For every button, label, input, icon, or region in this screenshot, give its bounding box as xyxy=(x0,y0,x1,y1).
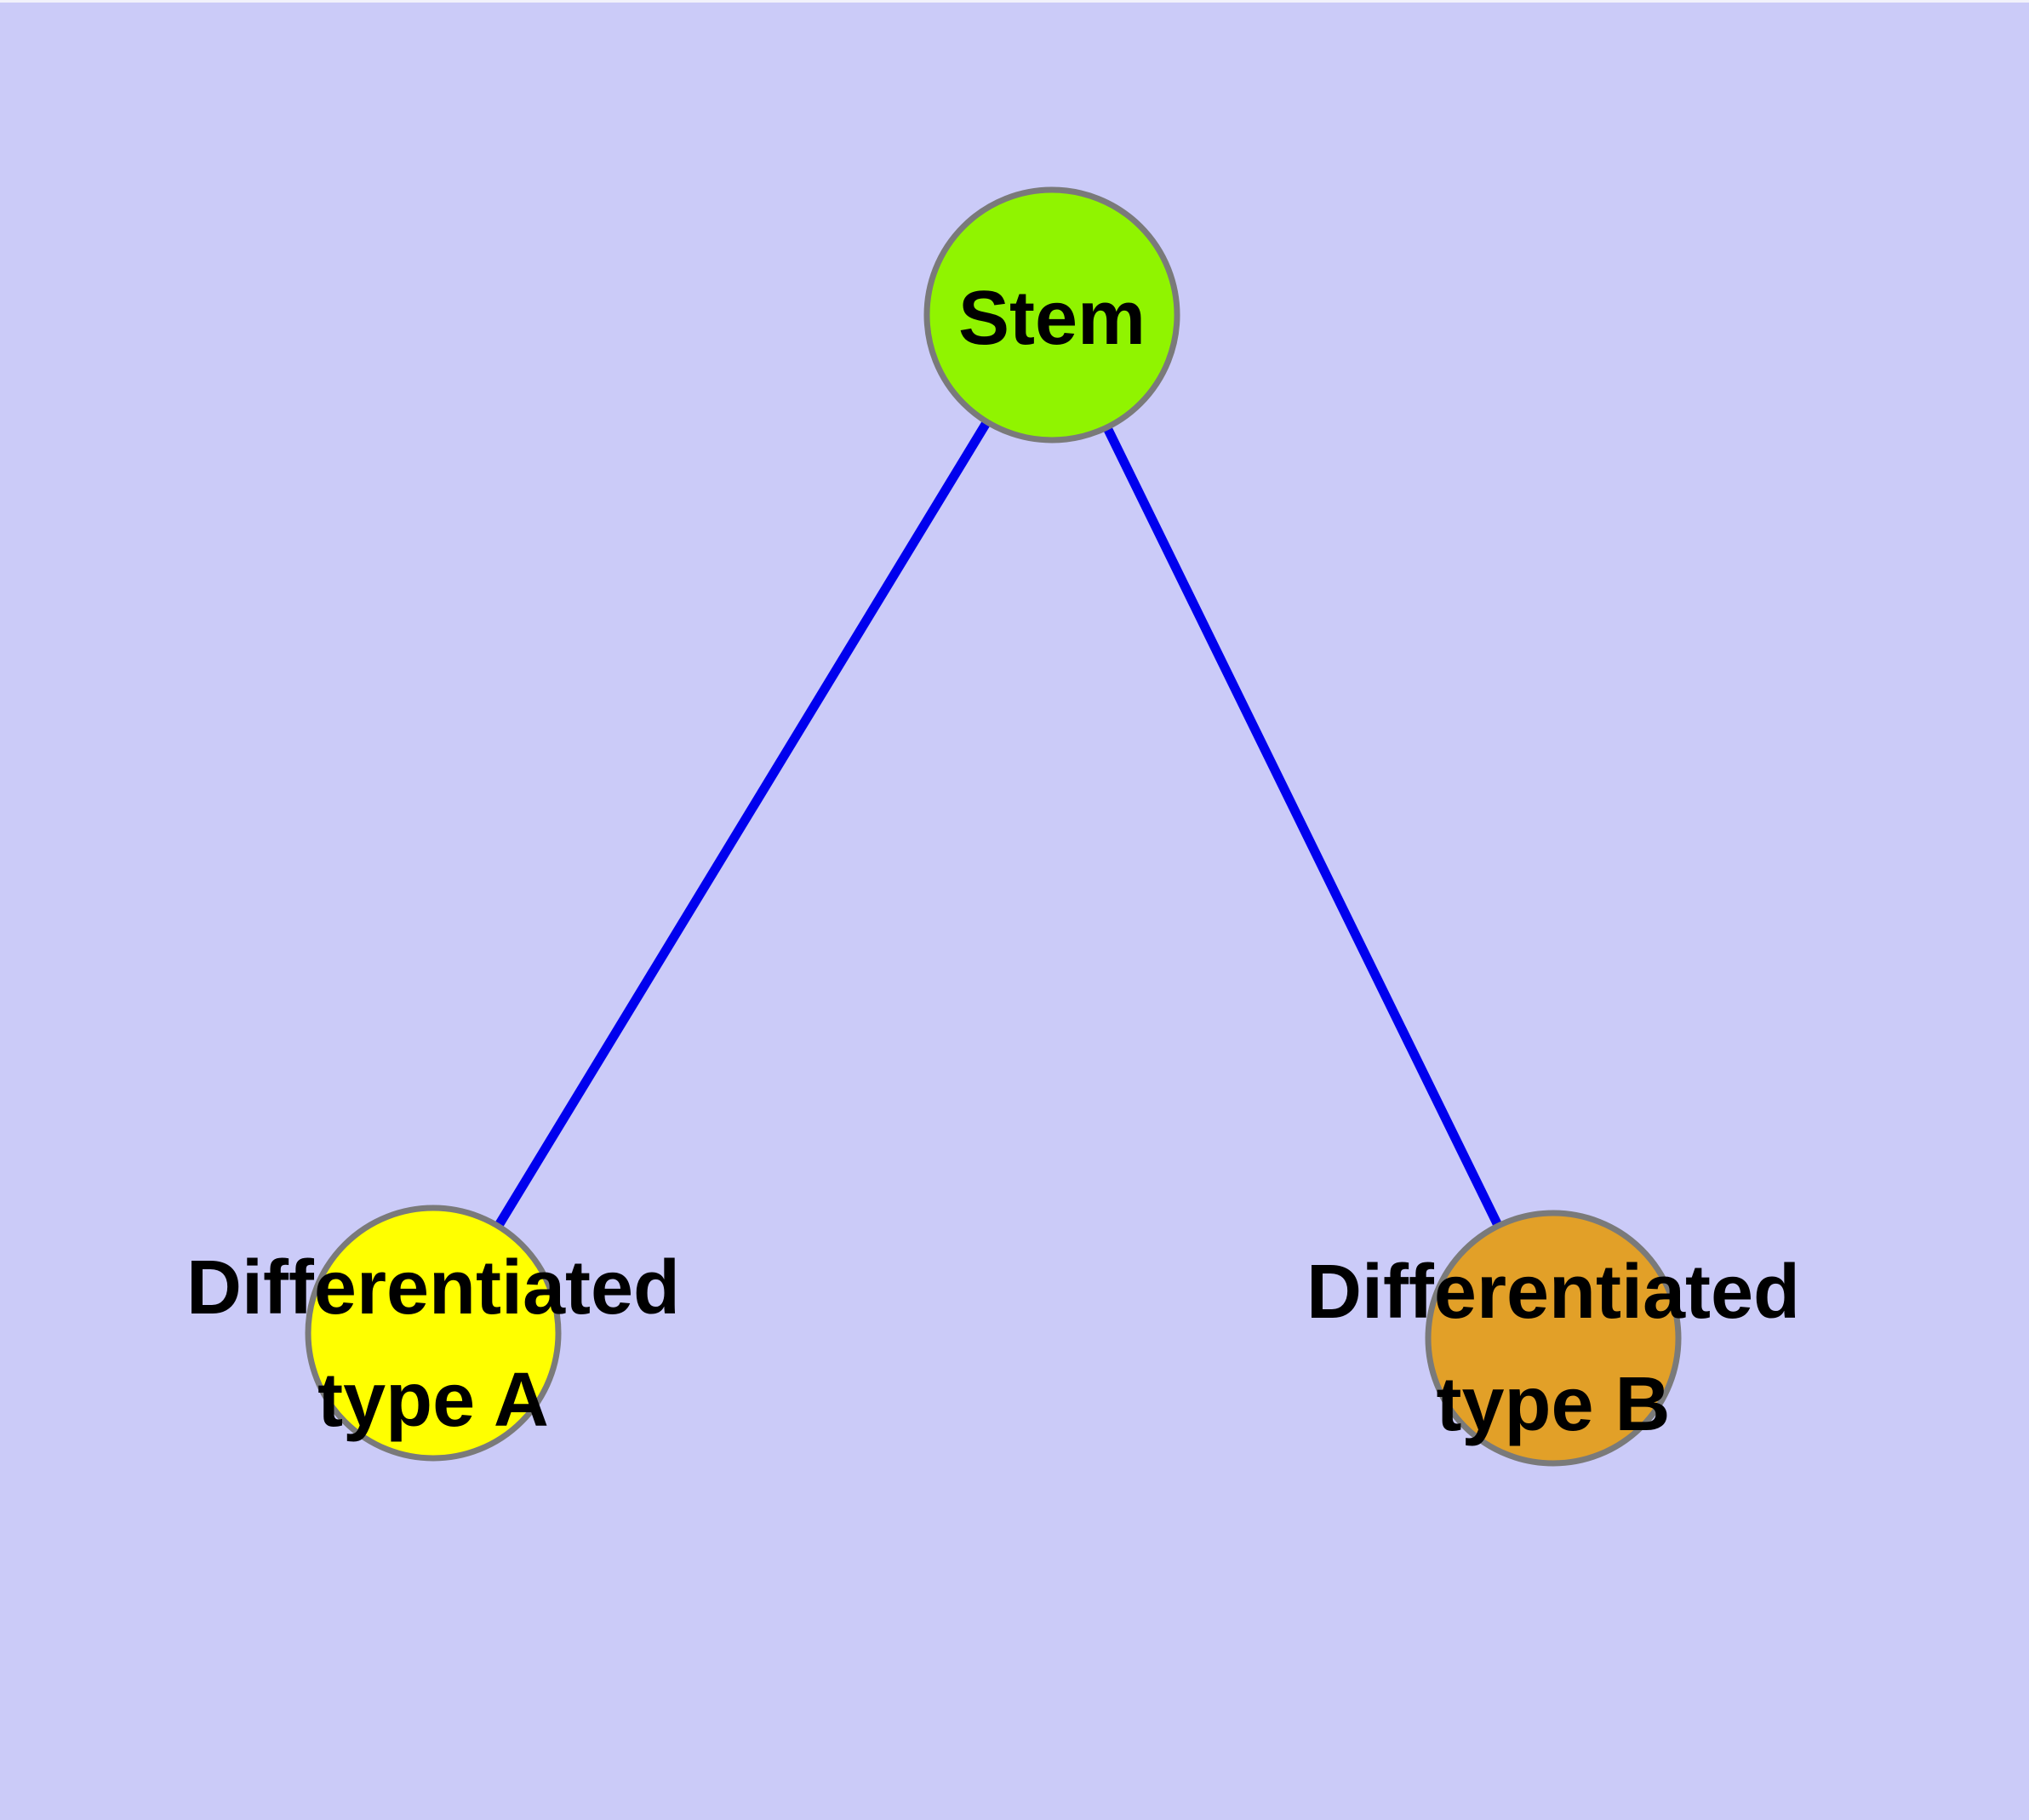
edge-stem-to-type-b xyxy=(1048,312,1557,1341)
node-type-a-label-line2: type A xyxy=(317,1358,549,1443)
node-type-b-label-line1: Differentiated xyxy=(1306,1250,1800,1335)
node-type-a-label-line1: Differentiated xyxy=(186,1245,680,1331)
node-differentiated-type-b xyxy=(1425,1210,1682,1467)
node-type-b-label-line2: type B xyxy=(1436,1362,1670,1447)
node-differentiated-type-a xyxy=(305,1205,562,1462)
edge-stem-to-type-a xyxy=(429,312,1056,1336)
top-edge-highlight xyxy=(0,0,2029,3)
node-stem-label: Stem xyxy=(958,276,1146,361)
node-stem xyxy=(923,186,1180,444)
